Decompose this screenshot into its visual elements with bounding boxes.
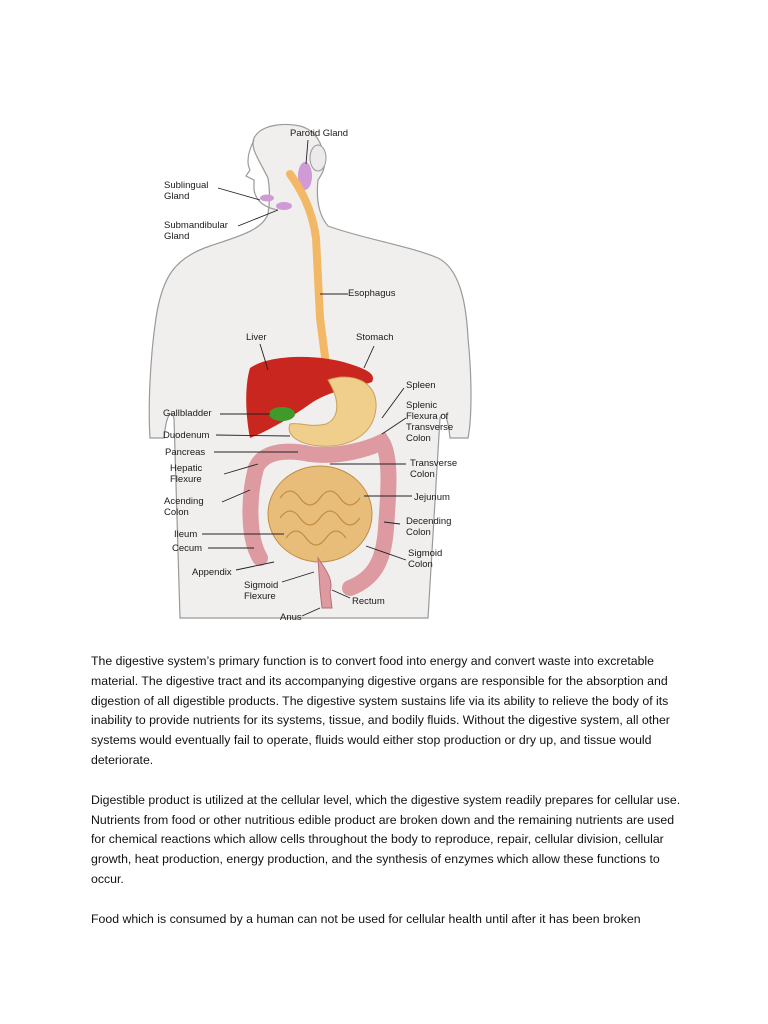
label-cecum: Cecum bbox=[172, 543, 202, 554]
submandibular-gland bbox=[276, 202, 292, 210]
label-parotid-gland: Parotid Gland bbox=[290, 128, 348, 139]
body-text: The digestive system’s primary function … bbox=[91, 652, 691, 950]
colon-organ bbox=[242, 431, 397, 596]
label-esophagus: Esophagus bbox=[348, 288, 396, 299]
ear-shape bbox=[309, 144, 327, 172]
stomach-organ bbox=[288, 376, 377, 447]
label-appendix: Appendix bbox=[192, 567, 232, 578]
label-ileum: Ileum bbox=[174, 529, 197, 540]
sublingual-gland bbox=[260, 194, 274, 202]
label-rectum: Rectum bbox=[352, 596, 385, 607]
small-intestine-coils bbox=[279, 490, 361, 546]
esophagus-tube bbox=[286, 170, 332, 384]
gallbladder-organ bbox=[269, 407, 295, 421]
face-profile bbox=[245, 139, 279, 211]
leader-lines bbox=[202, 139, 412, 617]
label-liver: Liver bbox=[246, 332, 267, 343]
label-gallbladder: Gallbladder bbox=[163, 408, 212, 419]
rectum-organ bbox=[317, 556, 333, 609]
paragraph-2: Digestible product is utilized at the ce… bbox=[91, 792, 681, 886]
paragraph-1: The digestive system’s primary function … bbox=[91, 654, 670, 767]
label-stomach: Stomach bbox=[356, 332, 394, 343]
label-anus: Anus bbox=[280, 612, 302, 623]
label-jejunum: Jejunum bbox=[414, 492, 450, 503]
parotid-gland bbox=[298, 162, 312, 190]
paragraph-3: Food which is consumed by a human can no… bbox=[91, 911, 641, 926]
label-spleen: Spleen bbox=[406, 380, 436, 391]
label-pancreas: Pancreas bbox=[165, 447, 205, 458]
label-duodenum: Duodenum bbox=[163, 430, 210, 441]
